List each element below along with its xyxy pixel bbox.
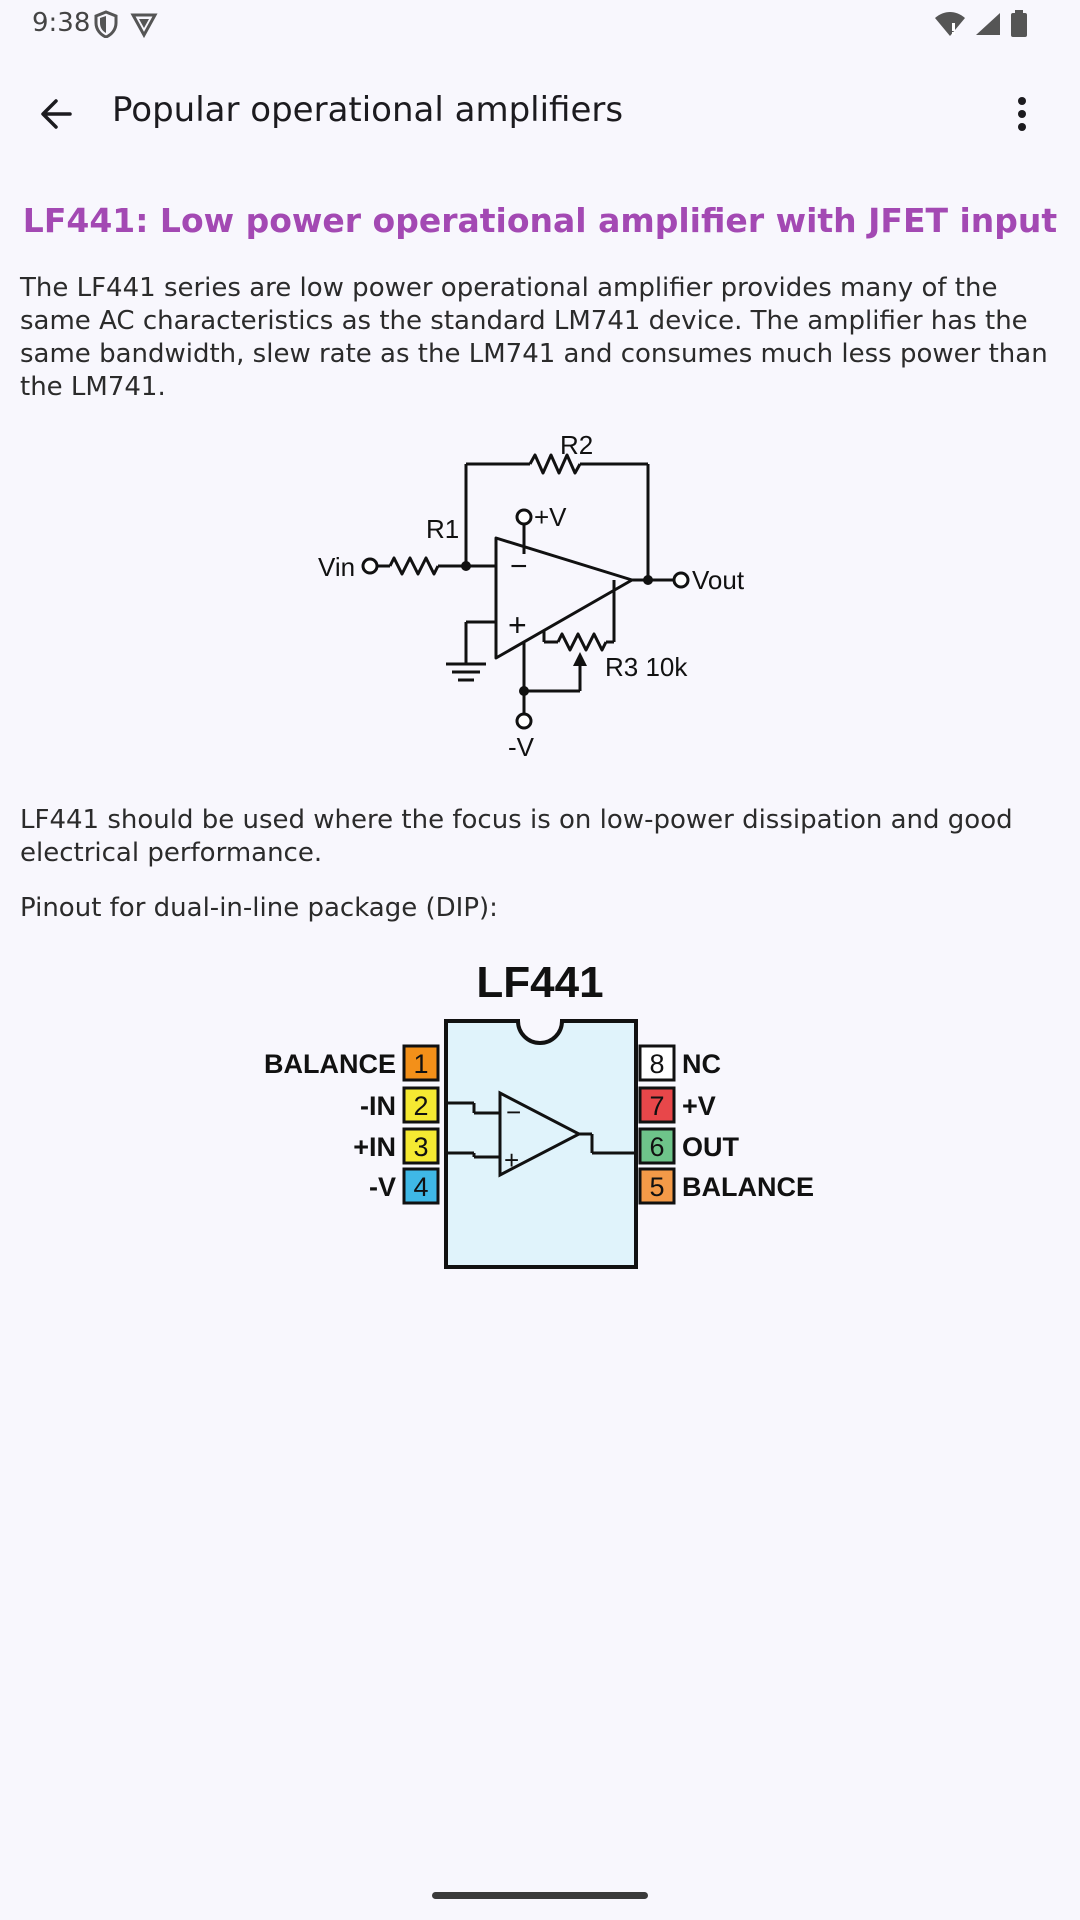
- battery-icon: [1010, 10, 1028, 42]
- status-right-icons: [934, 10, 1028, 42]
- signal-icon: [974, 11, 1002, 41]
- brave-icon: [130, 10, 158, 42]
- pin-6-label: OUT: [682, 1132, 740, 1162]
- pin-6-box: [638, 1127, 676, 1165]
- pin-7: 7 +V: [638, 1086, 716, 1124]
- article-content: LF441: Low power operational amplifier w…: [20, 198, 1060, 1295]
- pin-1-number: 1: [413, 1049, 428, 1079]
- pin-2-number: 2: [413, 1091, 428, 1121]
- pin-5-box: [638, 1167, 676, 1205]
- label-r2: R2: [560, 430, 593, 460]
- pin-8-label: NC: [682, 1049, 721, 1079]
- pin-8-number: 8: [649, 1049, 664, 1079]
- pin-7-label: +V: [682, 1091, 716, 1121]
- status-time: 9:38: [32, 8, 91, 38]
- more-options-button[interactable]: [990, 84, 1054, 148]
- pin-5-number: 5: [649, 1172, 664, 1202]
- pin-2-label: -IN: [360, 1091, 396, 1121]
- chip-name: LF441: [476, 958, 603, 1007]
- wifi-icon: [934, 11, 966, 41]
- page-title: Popular operational amplifiers: [112, 90, 624, 130]
- pin-4-number: 4: [413, 1172, 428, 1202]
- pin-5-label: BALANCE: [682, 1172, 814, 1202]
- pin-8: 8 NC: [638, 1044, 721, 1082]
- pin-1-label: BALANCE: [264, 1049, 396, 1079]
- article-heading: LF441: Low power operational amplifier w…: [22, 201, 1058, 240]
- chip-body: [444, 1019, 638, 1269]
- status-left-icons: [94, 10, 158, 42]
- pin-5: 5 BALANCE: [638, 1167, 814, 1205]
- label-vout: Vout: [692, 565, 745, 595]
- circuit-minus-sign: −: [510, 550, 528, 583]
- pin-4-label: -V: [369, 1172, 396, 1202]
- pin-4-box: [402, 1167, 440, 1205]
- pin-6-number: 6: [649, 1132, 664, 1162]
- label-r1: R1: [426, 514, 459, 544]
- label-vplus: +V: [534, 502, 567, 532]
- pin-3-box: [402, 1127, 440, 1165]
- usage-paragraph: LF441 should be used where the focus is …: [20, 805, 1013, 868]
- more-vert-icon: [1016, 96, 1028, 136]
- pin-3-number: 3: [413, 1132, 428, 1162]
- pin-4: 4 -V: [369, 1167, 440, 1205]
- circuit-diagram: − + R2 R1 Vin Vout +V -V R3 10k: [20, 426, 1060, 766]
- pin-7-number: 7: [649, 1091, 664, 1121]
- home-indicator[interactable]: [432, 1892, 648, 1899]
- pin-1-box: [402, 1044, 440, 1082]
- app-bar: Popular operational amplifiers: [0, 62, 1080, 162]
- chip-minus-sign: −: [506, 1097, 521, 1127]
- status-bar: 9:38: [0, 0, 1080, 48]
- arrow-back-icon: [36, 94, 76, 138]
- chip-plus-sign: +: [504, 1145, 519, 1175]
- shield-icon: [94, 10, 118, 42]
- pin-7-box: [638, 1086, 676, 1124]
- pin-2: 2 -IN: [360, 1086, 440, 1124]
- back-button[interactable]: [24, 84, 88, 148]
- label-vin: Vin: [318, 552, 355, 582]
- pin-8-box: [638, 1044, 676, 1082]
- pin-2-box: [402, 1086, 440, 1124]
- pin-3-label: +IN: [353, 1132, 396, 1162]
- pin-1: 1 BALANCE: [264, 1044, 440, 1082]
- circuit-plus-sign: +: [508, 607, 527, 643]
- pinout-caption: Pinout for dual-in-line package (DIP):: [20, 893, 498, 923]
- label-vminus: -V: [508, 732, 535, 762]
- label-r3: R3 10k: [605, 652, 688, 682]
- pin-3: 3 +IN: [353, 1127, 440, 1165]
- pin-6: 6 OUT: [638, 1127, 740, 1165]
- intro-paragraph: The LF441 series are low power operation…: [20, 273, 1048, 402]
